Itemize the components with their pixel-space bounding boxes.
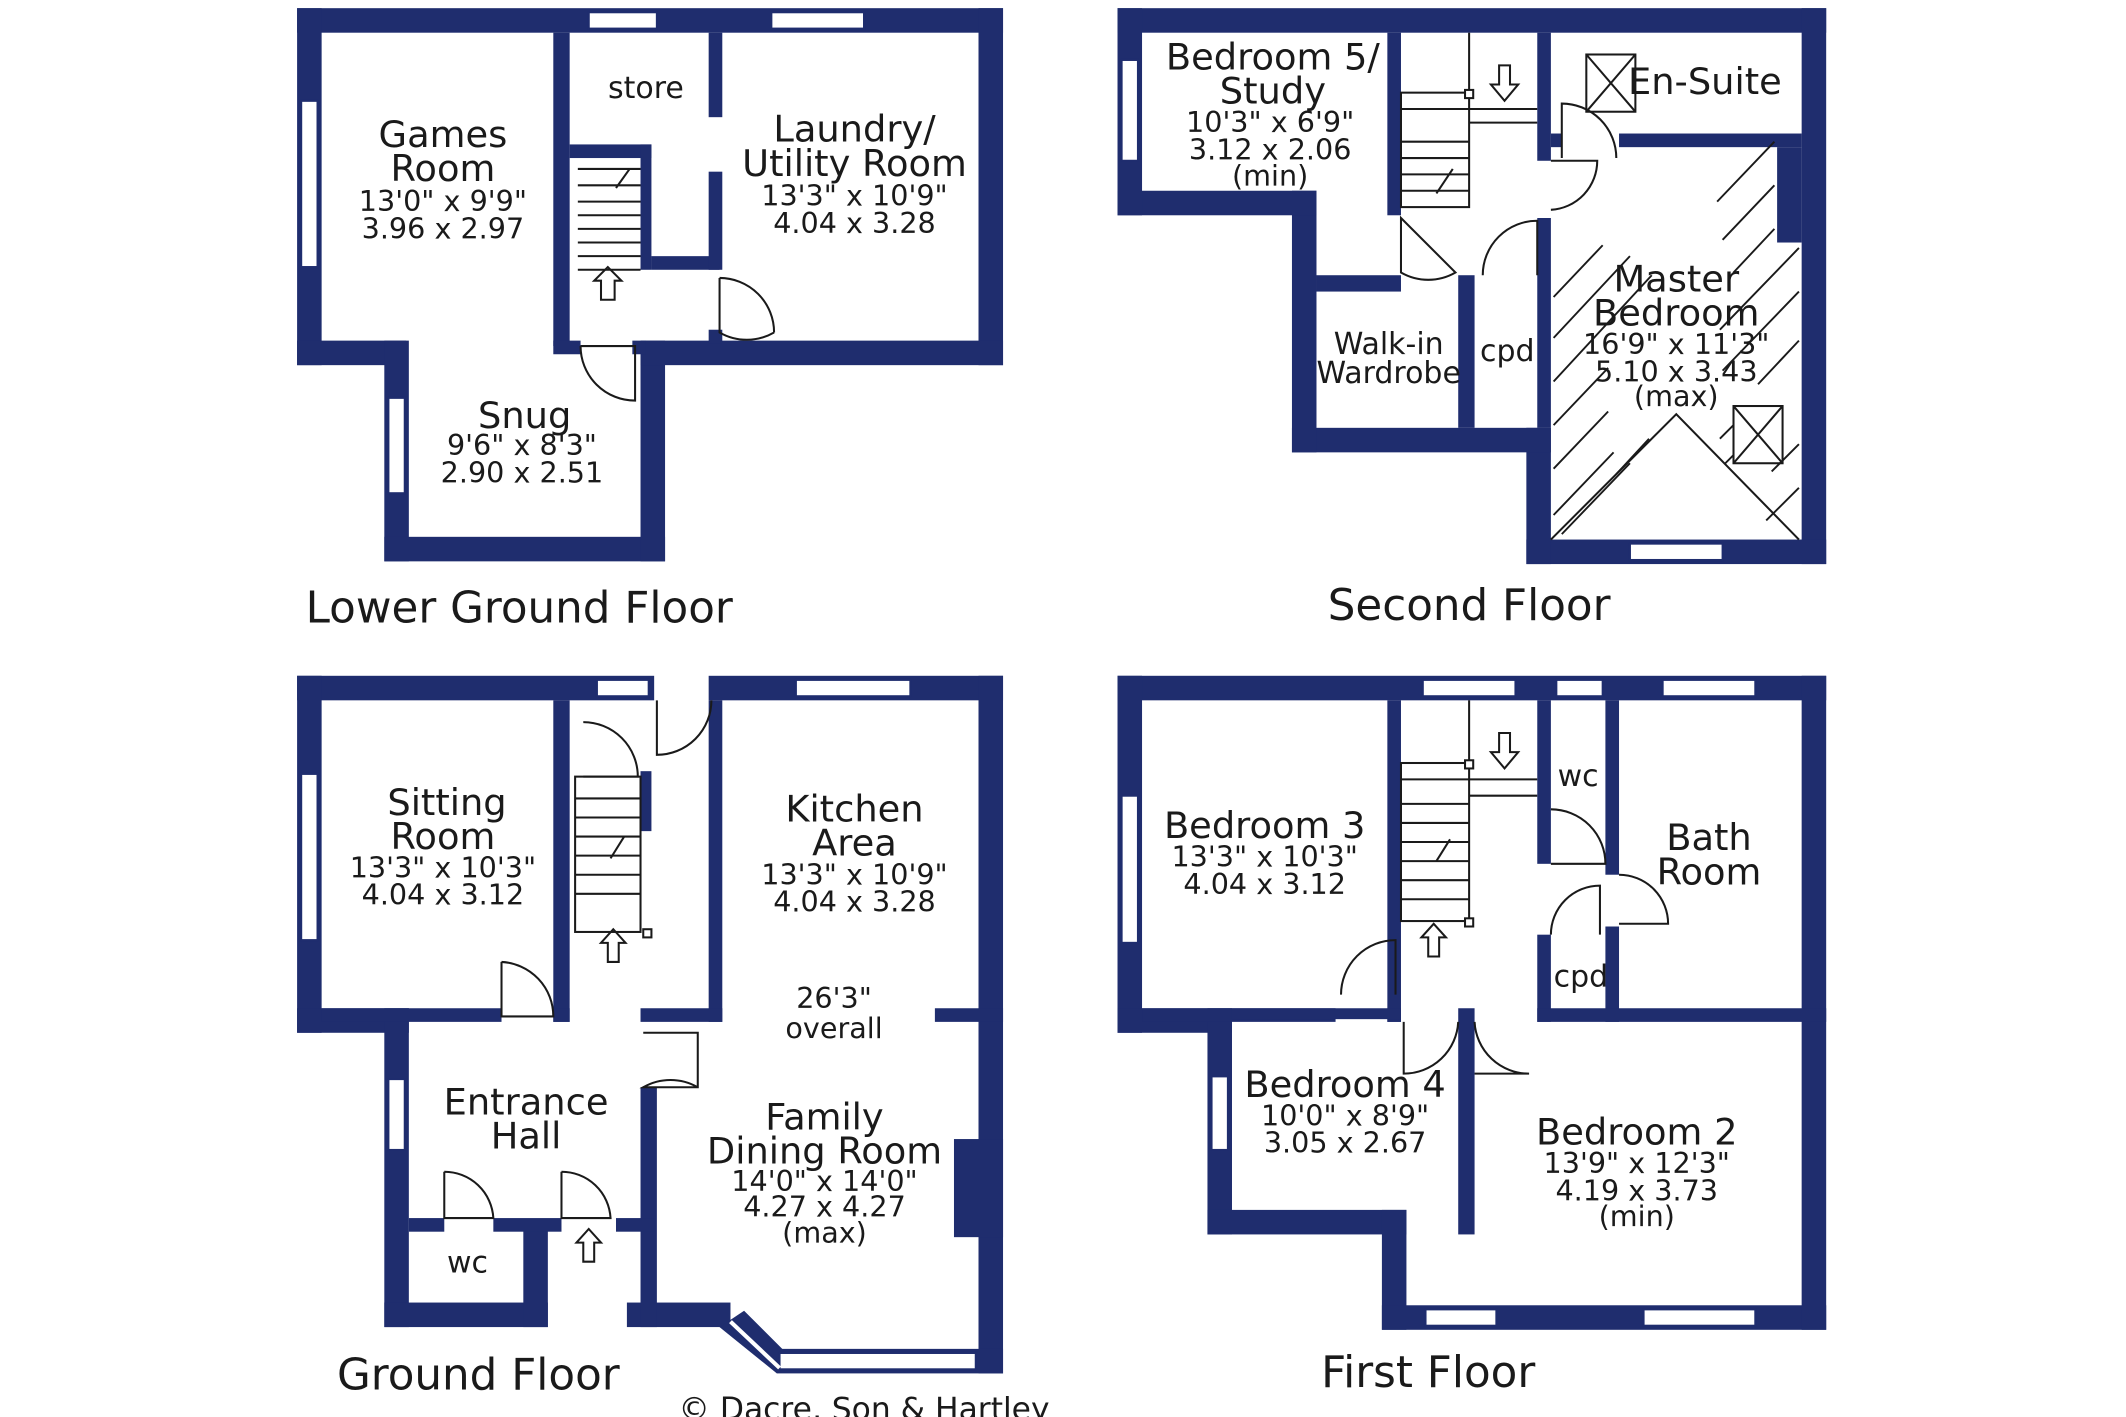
- first-wc-label: wc: [1558, 759, 1599, 794]
- games-room-name-1: Games: [379, 113, 508, 156]
- snug-dim-imperial: 9'6" x 8'3": [447, 428, 597, 462]
- laundry-room-name-1: Laundry/: [773, 108, 936, 151]
- bedroom4-dim-imperial: 10'0" x 8'9": [1261, 1098, 1429, 1132]
- dining-room-dim-imperial: 14'0" x 14'0": [731, 1164, 917, 1198]
- bedroom5-note: (min): [1232, 158, 1308, 192]
- bath-room-name-2: Room: [1657, 850, 1762, 893]
- lower-ground-floor-title: Lower Ground Floor: [306, 584, 733, 634]
- sitting-room-dim-imperial: 13'3" x 10'3": [350, 850, 536, 884]
- first-floor-title: First Floor: [1321, 1348, 1535, 1398]
- bedroom4-dim-metric: 3.05 x 2.67: [1264, 1126, 1427, 1160]
- dining-room-name-2: Dining Room: [707, 1130, 942, 1173]
- master-bedroom-name-2: Bedroom: [1593, 292, 1759, 335]
- sloped-ceiling-hatching: [1552, 141, 1800, 535]
- second-floor-title: Second Floor: [1328, 581, 1611, 631]
- sitting-room-dim-metric: 4.04 x 3.12: [362, 878, 525, 912]
- second-cpd-label: cpd: [1480, 334, 1535, 369]
- bedroom5-name-1: Bedroom 5/: [1166, 35, 1380, 78]
- bedroom5-dim-imperial: 10'3" x 6'9": [1186, 105, 1354, 139]
- walk-in-name-1: Walk-in: [1334, 327, 1444, 362]
- ground-wc-label: wc: [447, 1246, 488, 1281]
- master-bedroom-dim-imperial: 16'9" x 11'3": [1583, 327, 1769, 361]
- games-room-dim-metric: 3.96 x 2.97: [362, 211, 525, 245]
- master-bedroom-dim-metric: 5.10 x 3.43: [1595, 355, 1758, 389]
- laundry-room-name-2: Utility Room: [742, 142, 967, 185]
- bedroom4-name: Bedroom 4: [1244, 1063, 1445, 1106]
- master-bedroom-note: (max): [1634, 379, 1719, 413]
- entrance-hall-name-2: Hall: [491, 1115, 562, 1158]
- snug-dim-metric: 2.90 x 2.51: [441, 455, 604, 489]
- bedroom3-dim-metric: 4.04 x 3.12: [1183, 867, 1346, 901]
- overall-length-value: 26'3": [796, 981, 872, 1015]
- games-room-name-2: Room: [391, 147, 496, 190]
- bedroom2-dim-imperial: 13'9" x 12'3": [1544, 1146, 1730, 1180]
- kitchen-name-1: Kitchen: [785, 788, 923, 831]
- bedroom3-name: Bedroom 3: [1164, 804, 1365, 847]
- ground-floor-plan: [297, 675, 1004, 1374]
- second-floor-plan: [1117, 8, 1827, 565]
- bedroom5-name-2: Study: [1220, 70, 1326, 113]
- kitchen-dim-imperial: 13'3" x 10'9": [761, 857, 947, 891]
- lower-ground-floor-plan: [297, 8, 1004, 562]
- kitchen-dim-metric: 4.04 x 3.28: [773, 885, 936, 919]
- sitting-room-name-2: Room: [391, 815, 496, 858]
- dining-room-dim-metric: 4.27 x 4.27: [743, 1190, 906, 1224]
- snug-name: Snug: [478, 394, 571, 437]
- first-floor-plan: [1117, 675, 1827, 1330]
- laundry-room-dim-imperial: 13'3" x 10'9": [761, 179, 947, 213]
- dining-room-name-1: Family: [765, 1096, 883, 1139]
- entrance-hall-name-1: Entrance: [444, 1081, 609, 1124]
- dining-room-note: (max): [782, 1216, 867, 1250]
- bedroom5-dim-metric: 3.12 x 2.06: [1189, 132, 1352, 166]
- walk-in-name-2: Wardrobe: [1317, 356, 1461, 391]
- sitting-room-name-1: Sitting: [387, 781, 506, 824]
- bedroom2-note: (min): [1599, 1199, 1675, 1233]
- ground-floor-title: Ground Floor: [337, 1351, 620, 1401]
- bath-room-name-1: Bath: [1666, 816, 1752, 859]
- kitchen-name-2: Area: [812, 822, 897, 865]
- master-bedroom-name-1: Master: [1613, 258, 1740, 301]
- overall-length-label: overall: [785, 1011, 882, 1045]
- bedroom3-dim-imperial: 13'3" x 10'3": [1171, 840, 1357, 874]
- store-label: store: [608, 71, 684, 106]
- bedroom2-dim-metric: 4.19 x 3.73: [1555, 1173, 1718, 1207]
- en-suite-label: En-Suite: [1628, 60, 1782, 103]
- bedroom2-name: Bedroom 2: [1536, 1111, 1737, 1154]
- copyright-credit: © Dacre, Son & Hartley: [679, 1392, 1050, 1417]
- laundry-room-dim-metric: 4.04 x 3.28: [773, 206, 936, 240]
- games-room-dim-imperial: 13'0" x 9'9": [359, 184, 527, 218]
- first-cpd-label: cpd: [1554, 959, 1609, 994]
